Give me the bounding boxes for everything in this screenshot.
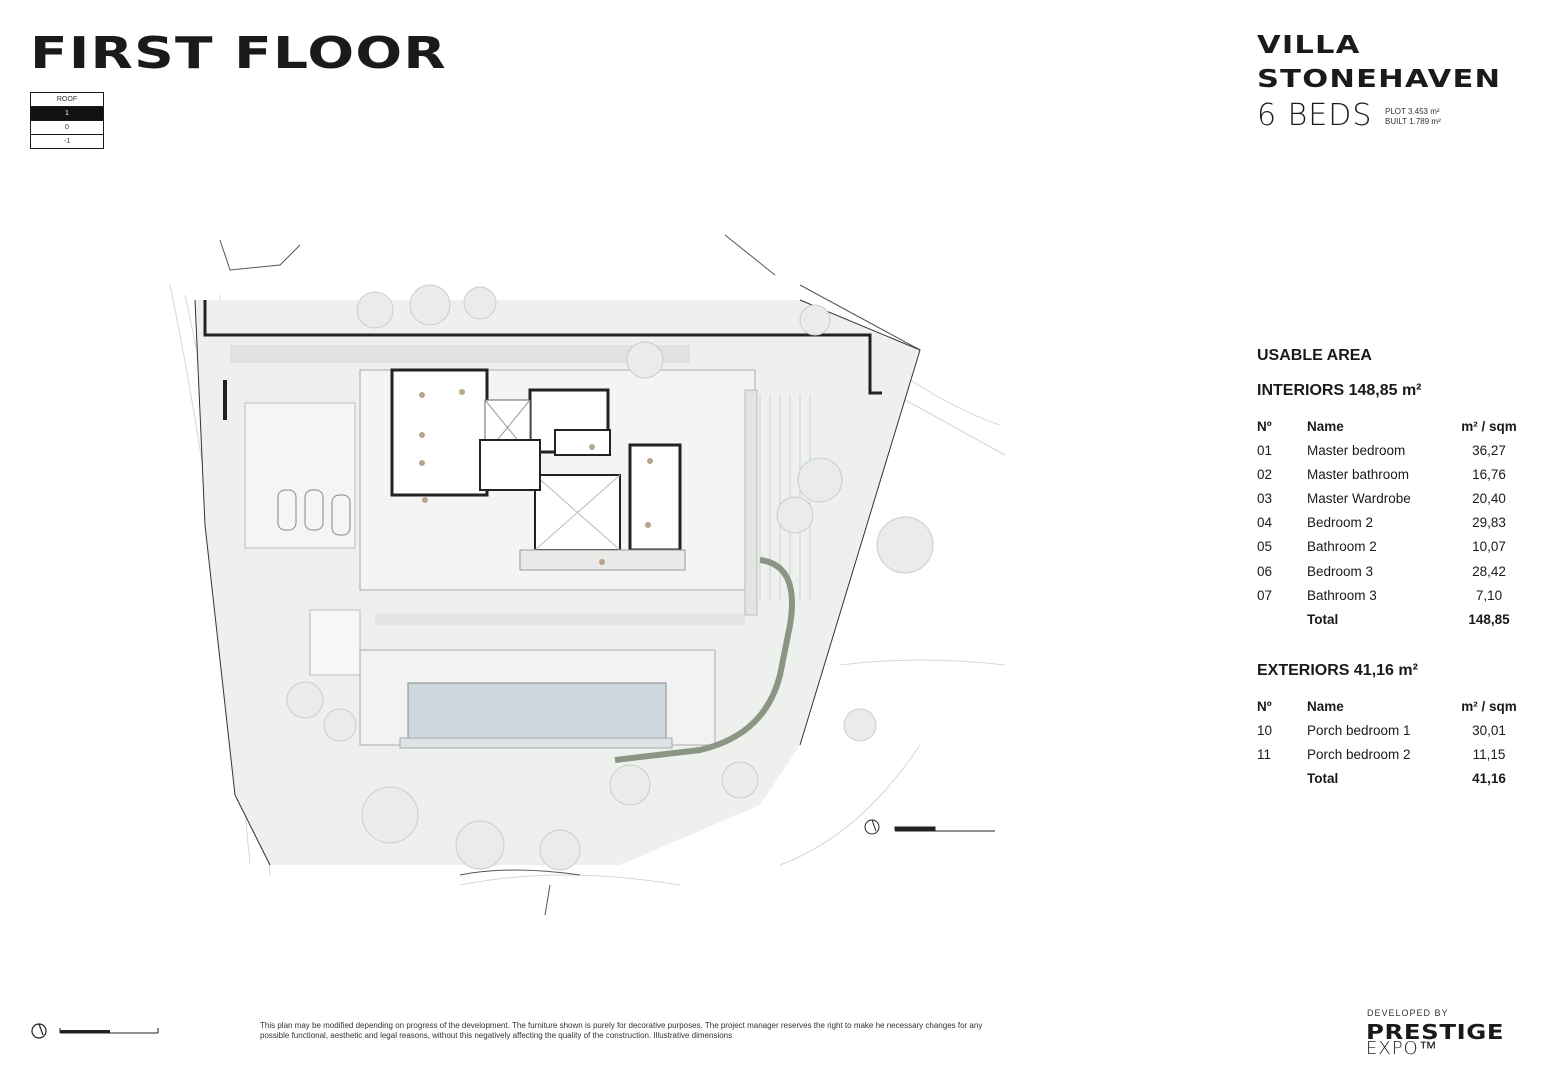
row-name: Bathroom 2 <box>1307 539 1377 555</box>
villa-name: VILLA STONEHAVEN <box>1257 28 1501 96</box>
built-area: BUILT 1.789 m² <box>1385 117 1441 126</box>
level-0[interactable]: 0 <box>31 121 103 135</box>
total-spacer <box>1257 607 1307 631</box>
row-name: Master bathroom <box>1307 466 1410 482</box>
table-row: 10 Porch bedroom 1 30,01 <box>1257 718 1521 742</box>
floor-level-selector: ROOF 1 0 -1 <box>30 92 104 149</box>
table-row: 02 Master bathroom 16,76 <box>1257 462 1521 486</box>
row-name: Bedroom 2 <box>1307 515 1374 531</box>
villa-name-line1: VILLA <box>1257 30 1361 59</box>
total-row: Total 148,85 <box>1257 607 1521 631</box>
interiors-heading: INTERIORS 148,85 m² <box>1257 382 1422 399</box>
plot-built-info: PLOT 3.453 m² BUILT 1.789 m² <box>1385 107 1441 127</box>
row-name: Master Wardrobe <box>1307 490 1411 506</box>
row-area: 7,10 <box>1475 587 1503 603</box>
total-row: Total 41,16 <box>1257 766 1521 790</box>
developer-logo-line2: EXPO™ <box>1366 1038 1438 1059</box>
table-row: 01 Master bedroom 36,27 <box>1257 438 1521 462</box>
table-row: 07 Bathroom 3 7,10 <box>1257 583 1521 607</box>
table-row: 06 Bedroom 3 28,42 <box>1257 559 1521 583</box>
row-name: Porch bedroom 1 <box>1307 722 1411 738</box>
col-name: Name <box>1307 698 1344 714</box>
total-label: Total <box>1307 770 1339 786</box>
row-area: 11,15 <box>1472 746 1506 762</box>
developer-logo-line1: PRESTIGE <box>1366 1020 1505 1044</box>
total-value: 41,16 <box>1472 770 1506 786</box>
col-number: Nº <box>1257 418 1272 434</box>
row-area: 36,27 <box>1472 442 1506 458</box>
table-row: 05 Bathroom 2 10,07 <box>1257 535 1521 559</box>
total-spacer <box>1257 766 1307 790</box>
row-area: 10,07 <box>1472 539 1506 555</box>
row-number: 03 <box>1257 490 1273 506</box>
row-number: 02 <box>1257 466 1273 482</box>
interiors-table: Nº Name m² / sqm 01 Master bedroom 36,27 0… <box>1257 414 1521 632</box>
total-value: 148,85 <box>1468 611 1510 627</box>
table-row: 03 Master Wardrobe 20,40 <box>1257 486 1521 510</box>
row-area: 20,40 <box>1472 490 1506 506</box>
row-name: Master bedroom <box>1307 442 1406 458</box>
row-number: 04 <box>1257 515 1273 531</box>
page-title: FIRST FLOOR <box>30 28 447 79</box>
row-number: 06 <box>1257 563 1273 579</box>
disclaimer-text: This plan may be modified depending on p… <box>260 1021 983 1040</box>
villa-name-line2: STONEHAVEN <box>1257 64 1502 93</box>
table-row: 04 Bedroom 2 29,83 <box>1257 511 1521 535</box>
row-number: 10 <box>1257 722 1273 738</box>
row-area: 28,42 <box>1472 563 1506 579</box>
developed-by-label: DEVELOPED BY <box>1367 1008 1449 1018</box>
row-name: Porch bedroom 2 <box>1307 746 1411 762</box>
floor-plan-drawing <box>169 234 1006 916</box>
col-number: Nº <box>1257 698 1272 714</box>
col-name: Name <box>1307 418 1344 434</box>
row-area: 29,83 <box>1472 515 1506 531</box>
level-1[interactable]: 1 <box>31 107 103 121</box>
north-compass-icon <box>31 1023 159 1039</box>
plot-area: PLOT 3.453 m² <box>1385 107 1440 116</box>
level-roof[interactable]: ROOF <box>31 93 103 107</box>
total-label: Total <box>1307 611 1339 627</box>
row-number: 01 <box>1257 442 1273 458</box>
col-area: m² / sqm <box>1461 698 1517 714</box>
usable-area-heading: USABLE AREA <box>1257 347 1372 364</box>
beds-count: 6 BEDS <box>1257 98 1373 133</box>
col-area: m² / sqm <box>1461 418 1517 434</box>
level-minus-1[interactable]: -1 <box>63 138 71 145</box>
row-number: 05 <box>1257 539 1273 555</box>
row-number: 07 <box>1257 587 1273 603</box>
row-name: Bedroom 3 <box>1307 563 1374 579</box>
exteriors-heading: EXTERIORS 41,16 m² <box>1257 662 1418 679</box>
scale-bar-icon <box>59 1028 159 1034</box>
row-area: 16,76 <box>1472 466 1506 482</box>
row-number: 11 <box>1257 746 1272 762</box>
row-name: Bathroom 3 <box>1307 587 1377 603</box>
row-area: 30,01 <box>1472 722 1506 738</box>
table-row: 11 Porch bedroom 2 11,15 <box>1257 742 1521 766</box>
